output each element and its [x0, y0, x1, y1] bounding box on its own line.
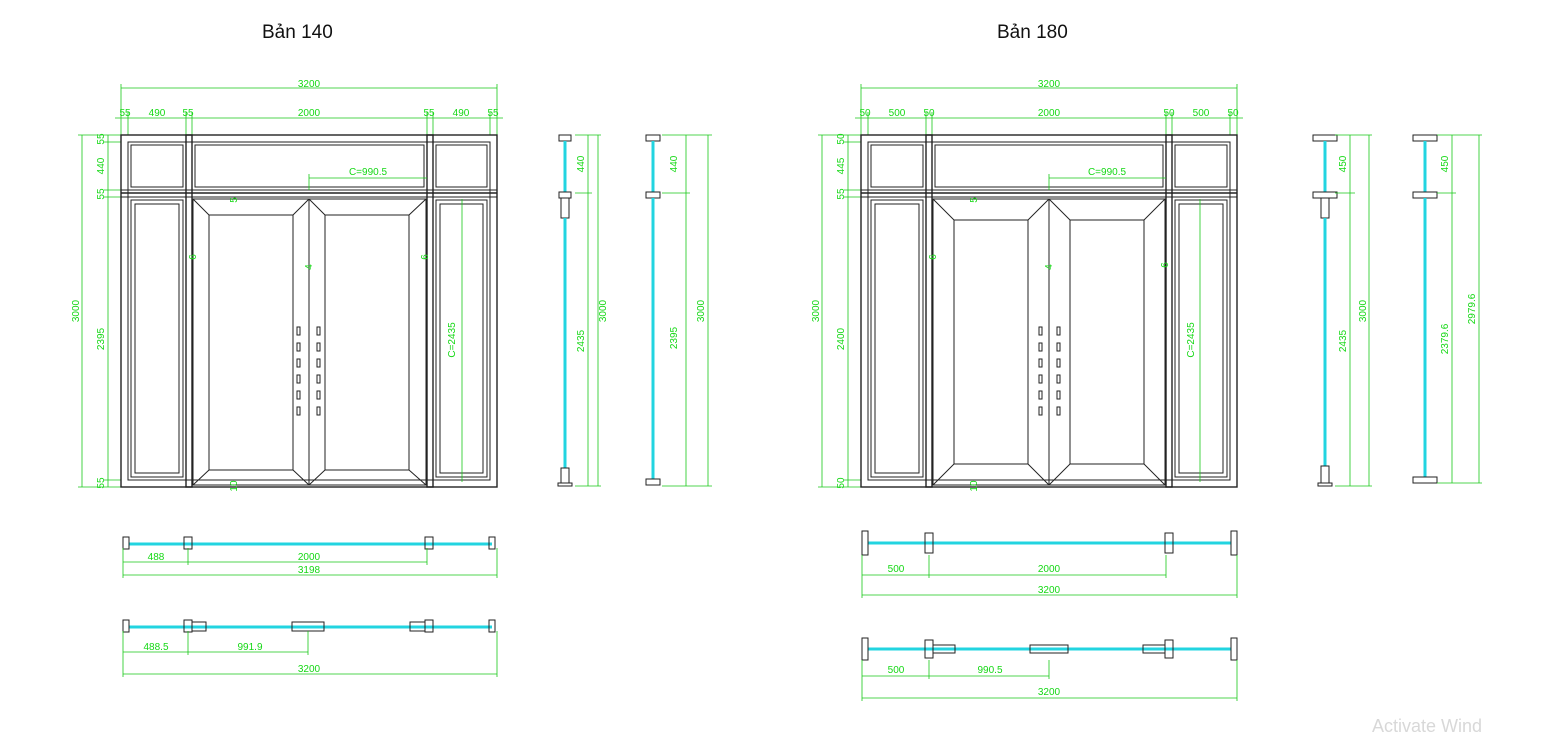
left-s2-mid: 2395: [669, 326, 680, 349]
right-section-2: 450 2379.6 2979.6: [1412, 134, 1482, 484]
left-section-2: 440 2395 3000: [645, 134, 712, 487]
right-seg-2: 500: [889, 108, 906, 119]
left-total-height: 3000: [71, 299, 82, 322]
left-s1-mid: 2435: [576, 329, 587, 352]
left-inner-6a: 6: [188, 254, 199, 260]
left-elevation: 3200 55 490 55 2000 55 490 55 3000 55 44…: [71, 79, 503, 492]
right-p2-total: 3200: [1038, 687, 1061, 698]
right-s2-mid: 2379.6: [1440, 323, 1451, 354]
left-s2-top: 440: [669, 155, 680, 172]
left-seg-2: 490: [149, 108, 166, 119]
left-p1-b: 2000: [298, 552, 321, 563]
left-seg-1: 55: [119, 108, 131, 119]
left-c-top: C=990.5: [349, 167, 388, 178]
left-s1-top: 440: [576, 155, 587, 172]
left-h-4: 2395: [96, 327, 107, 350]
left-inner-4: 4: [304, 264, 315, 270]
left-inner-6b: 6: [420, 254, 431, 260]
right-p1-total: 3200: [1038, 585, 1061, 596]
activate-windows-watermark: Activate Wind: [1372, 716, 1483, 736]
right-p2-a: 500: [888, 665, 905, 676]
right-h-3: 55: [836, 188, 847, 200]
left-seg-5: 55: [423, 108, 435, 119]
left-s1-total: 3000: [598, 299, 609, 322]
right-h-5: 50: [836, 477, 847, 489]
right-seg-6: 500: [1193, 108, 1210, 119]
left-h-1: 55: [96, 133, 107, 145]
left-inner-5: 5: [229, 197, 240, 203]
left-section-1: 440 2435 3000: [557, 134, 609, 487]
right-h-1: 50: [836, 133, 847, 145]
right-s1-total: 3000: [1358, 299, 1369, 322]
right-elevation: 3200 50 500 50 2000 50 500 50 3000 50 44…: [811, 79, 1243, 492]
right-s2-top: 450: [1440, 155, 1451, 172]
left-seg-4: 2000: [298, 108, 321, 119]
left-p1-total: 3198: [298, 565, 321, 576]
left-h-2: 440: [96, 157, 107, 174]
right-seg-7: 50: [1227, 108, 1239, 119]
left-inner-10: 10: [229, 480, 240, 492]
right-seg-5: 50: [1163, 108, 1175, 119]
right-total-height: 3000: [811, 299, 822, 322]
right-c-side: C=2435: [1186, 322, 1197, 358]
right-c-top: C=990.5: [1088, 167, 1127, 178]
title-ban-180: Bản 180: [997, 22, 1068, 43]
left-p2-total: 3200: [298, 664, 321, 675]
left-total-width: 3200: [298, 79, 321, 90]
left-s2-total: 3000: [696, 299, 707, 322]
right-h-4: 2400: [836, 327, 847, 350]
left-plan-2: 488.5 991.9 3200: [122, 619, 498, 677]
left-seg-7: 55: [487, 108, 499, 119]
left-plan-1: 488 2000 3198: [122, 536, 498, 578]
right-seg-1: 50: [859, 108, 871, 119]
left-p2-b: 991.9: [237, 642, 262, 653]
right-plan-2: 500 990.5 3200: [861, 637, 1238, 701]
left-c-side: C=2435: [447, 322, 458, 358]
right-s2-total: 2979.6: [1467, 293, 1478, 324]
left-door-handles: [296, 326, 321, 416]
right-seg-3: 50: [923, 108, 935, 119]
right-p2-b: 990.5: [977, 665, 1002, 676]
right-inner-6a: 6: [928, 254, 939, 260]
left-seg-3: 55: [182, 108, 194, 119]
left-h-5: 55: [96, 477, 107, 489]
right-inner-5: 5: [969, 197, 980, 203]
left-p2-a: 488.5: [143, 642, 168, 653]
right-p1-a: 500: [888, 564, 905, 575]
right-s1-top: 450: [1338, 155, 1349, 172]
right-door-handles: [1038, 326, 1061, 416]
right-total-width: 3200: [1038, 79, 1061, 90]
right-s1-mid: 2435: [1338, 329, 1349, 352]
right-section-1: 450 2435 3000: [1312, 134, 1372, 487]
right-plan-1: 500 2000 3200: [861, 530, 1238, 598]
right-seg-4: 2000: [1038, 108, 1061, 119]
left-p1-a: 488: [148, 552, 165, 563]
right-inner-4: 4: [1044, 264, 1055, 270]
title-ban-140: Bản 140: [262, 22, 333, 43]
right-inner-6b: 6: [1160, 262, 1171, 268]
right-h-2: 445: [836, 157, 847, 174]
left-h-3: 55: [96, 188, 107, 200]
left-seg-6: 490: [453, 108, 470, 119]
right-p1-b: 2000: [1038, 564, 1061, 575]
right-inner-10: 10: [969, 480, 980, 492]
